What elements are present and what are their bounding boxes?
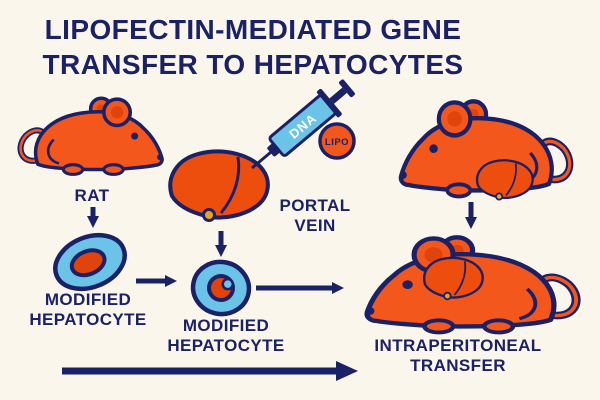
- intraperitoneal-line1: INTRAPERITONEAL: [374, 336, 542, 355]
- liposome-text: LIPO: [325, 137, 349, 148]
- modified-hepatocyte-2-line1: MODIFIED: [182, 316, 270, 335]
- syringe-plunger-handle-icon: [339, 79, 355, 98]
- syringe-hub-icon: [267, 143, 280, 157]
- modified-hepatocyte-1-label: MODIFIED HEPATOCYTE: [29, 290, 146, 331]
- page-title-line1: LIPOFECTIN-MEDIATED GENE: [44, 14, 462, 45]
- syringe-plunger-rod-icon: [329, 87, 347, 104]
- syringe-needle-icon: [251, 148, 275, 170]
- modified-hepatocyte-1-line1: MODIFIED: [44, 290, 132, 309]
- hepatocyte-cell-2: [190, 259, 252, 317]
- syringe-flange-icon: [316, 88, 342, 118]
- liposome-circle-icon: [318, 122, 356, 160]
- liver-intraperitoneal: [422, 256, 484, 301]
- rat-label: RAT: [75, 186, 110, 206]
- intraperitoneal-line2: TRANSFER: [410, 356, 506, 376]
- arrow-timeline-icon: [62, 361, 358, 381]
- modified-hepatocyte-1-line2: HEPATOCYTE: [29, 310, 147, 330]
- intraperitoneal-transfer-label: INTRAPERITONEAL TRANSFER: [374, 336, 541, 377]
- modified-hepatocyte-2-label: MODIFIED HEPATOCYTE: [167, 316, 284, 357]
- rat-label-text: RAT: [74, 186, 110, 205]
- portal-vein-label: PORTAL VEIN: [279, 196, 350, 237]
- page-title: LIPOFECTIN-MEDIATED GENE TRANSFER TO HEP…: [43, 12, 464, 83]
- page-title-line2: TRANSFER TO HEPATOCYTES: [42, 49, 464, 81]
- liver-center: [168, 149, 270, 223]
- modified-hepatocyte-2-line2: HEPATOCYTE: [167, 336, 285, 356]
- liver-top-right: [475, 159, 534, 201]
- cell-2-nucleus-curl-icon: [221, 277, 235, 291]
- hepatocyte-cell-1: [53, 232, 127, 292]
- portal-vein-line2: VEIN: [294, 216, 336, 236]
- portal-vein-line1: PORTAL: [279, 196, 351, 215]
- cell-1-nucleus-icon: [69, 248, 107, 278]
- rat-top-left: [21, 98, 164, 174]
- liposome-badge: LIPO: [318, 122, 356, 160]
